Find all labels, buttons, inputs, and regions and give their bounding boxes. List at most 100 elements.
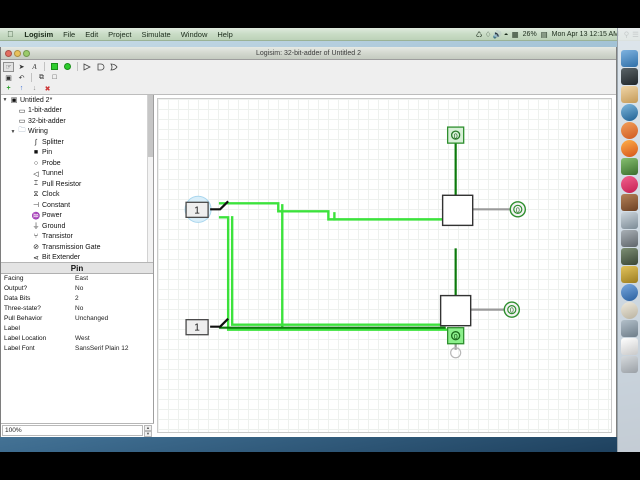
dock-calculator[interactable] — [620, 248, 638, 265]
output-pin-sum-low[interactable]: 0 — [503, 301, 520, 318]
attribute-row[interactable]: Label — [1, 324, 153, 334]
tree-item-bit-extender[interactable]: ⋖Bit Extender — [1, 253, 153, 263]
menu-item-help[interactable]: Help — [211, 29, 232, 39]
bluetooth-icon[interactable]: ♢ — [484, 29, 492, 39]
explorer-scrollbar-thumb[interactable] — [148, 95, 153, 157]
tree-item-clock[interactable]: ⧖Clock — [1, 190, 153, 201]
or-gate-tool[interactable] — [108, 62, 119, 72]
explorer-tree[interactable]: ▼▣Untitled 2*▭1-bit-adder▭32-bit-adder▼🗀… — [1, 95, 153, 263]
dock-moon[interactable] — [620, 302, 638, 319]
dock-mail[interactable] — [620, 86, 638, 103]
disclosure-triangle-icon[interactable]: ▼ — [2, 97, 8, 104]
tree-item-tunnel[interactable]: ◁Tunnel — [1, 169, 153, 180]
output-pin-tool[interactable] — [62, 62, 73, 72]
circuit-canvas[interactable]: 1 1 0 — [157, 98, 612, 433]
disclosure-triangle-icon[interactable]: ▼ — [10, 128, 16, 135]
zoom-stepper-up[interactable]: ▲ — [144, 425, 152, 431]
tree-item-pull-resistor[interactable]: ⌶Pull Resistor — [1, 179, 153, 190]
dock-iphoto[interactable] — [620, 194, 638, 211]
input-pin-tool[interactable] — [49, 62, 60, 72]
circuit-schematic[interactable]: 1 1 0 — [158, 99, 611, 432]
window-title-bar[interactable]: Logisim: 32-bit-adder of Untitled 2 — [1, 47, 616, 60]
attribute-row[interactable]: Output?No — [1, 284, 153, 294]
add-button[interactable]: + — [6, 85, 11, 92]
copy-tool[interactable]: ⧉ — [39, 73, 44, 81]
move-up-button[interactable]: ↑ — [19, 85, 24, 92]
dock-firefox[interactable] — [620, 140, 638, 157]
move-down-button[interactable]: ↓ — [32, 85, 37, 92]
tree-item-32-bit-adder[interactable]: ▭32-bit-adder — [1, 116, 153, 127]
output-pin-sum-high[interactable]: 0 — [509, 201, 527, 218]
attribute-value[interactable]: Unchanged — [75, 315, 109, 322]
not-gate-tool[interactable] — [82, 62, 93, 72]
zoom-stepper-down[interactable]: ▼ — [144, 431, 152, 437]
delete-button[interactable]: ✖ — [44, 85, 51, 93]
menu-item-simulate[interactable]: Simulate — [135, 29, 171, 39]
paste-tool[interactable]: □ — [52, 74, 57, 81]
timemachine-icon[interactable]: ♺ — [475, 29, 483, 39]
dock-appstore[interactable] — [620, 158, 638, 175]
carry-out-pin[interactable]: 0 — [446, 327, 465, 345]
adder-block-low[interactable] — [439, 294, 472, 327]
input-source-icon[interactable]: ▦ — [511, 29, 519, 39]
attribute-row[interactable]: Three-state?No — [1, 304, 153, 314]
wifi-icon[interactable]: ◓ — [503, 29, 509, 39]
input-pin-a[interactable]: 1 — [185, 201, 209, 219]
tree-item-transistor[interactable]: ⑂Transistor — [1, 232, 153, 243]
tree-item-splitter[interactable]: ∫Splitter — [1, 137, 153, 148]
attribute-value[interactable]: SansSerif Plain 12 — [75, 345, 129, 352]
text-tool[interactable]: A — [32, 62, 37, 71]
attribute-value[interactable]: West — [75, 335, 90, 342]
tree-item-power[interactable]: ♒Power — [1, 211, 153, 222]
attribute-value[interactable] — [73, 324, 153, 334]
and-gate-tool[interactable] — [95, 62, 106, 72]
volume-icon[interactable]: 🔊 — [492, 29, 502, 39]
clock-datetime[interactable]: Mon Apr 13 12:15 AM — [551, 30, 619, 38]
battery-icon[interactable]: ▤ — [540, 29, 548, 39]
select-tool[interactable]: ➤ — [18, 63, 25, 71]
menu-item-logisim[interactable]: Logisim — [18, 29, 53, 39]
dock-folder[interactable] — [620, 320, 638, 337]
zoom-button[interactable] — [23, 49, 30, 57]
menu-item-window[interactable]: Window — [174, 29, 208, 39]
undo-tool[interactable]: ↶ — [18, 74, 25, 82]
minimize-button[interactable] — [14, 49, 21, 57]
dock-finder[interactable] — [620, 50, 638, 67]
tree-item-1-bit-adder[interactable]: ▭1-bit-adder — [1, 106, 153, 117]
attribute-value[interactable]: East — [75, 275, 89, 282]
splitter-group[interactable] — [210, 200, 229, 328]
dock-dashboard[interactable] — [620, 68, 638, 85]
dock-settings[interactable] — [620, 230, 638, 247]
attribute-value[interactable]: 2 — [75, 295, 79, 302]
attribute-value[interactable]: No — [75, 305, 84, 312]
dock-itunes[interactable] — [620, 176, 638, 193]
menu-item-file[interactable]: File — [56, 29, 75, 39]
tree-item-pin[interactable]: ■Pin — [1, 148, 153, 159]
dock-safari[interactable] — [620, 104, 638, 121]
tree-item-wiring[interactable]: ▼🗀Wiring — [1, 127, 153, 138]
explorer-scrollbar[interactable] — [147, 95, 153, 262]
menu-item-edit[interactable]: Edit — [78, 29, 98, 39]
wire-group-low[interactable] — [219, 140, 457, 329]
input-pin-b[interactable]: 1 — [185, 319, 209, 336]
tree-item-untitled-2[interactable]: ▼▣Untitled 2* — [1, 95, 153, 106]
dock-preview[interactable] — [620, 212, 638, 229]
attribute-value[interactable]: No — [75, 285, 84, 292]
close-button[interactable] — [5, 49, 12, 57]
dock-trash[interactable] — [620, 356, 638, 373]
adder-block-high[interactable] — [441, 194, 474, 227]
wire-group-active[interactable] — [218, 202, 450, 331]
tree-item-ground[interactable]: ⏚Ground — [1, 221, 153, 232]
zoom-level-field[interactable]: 100% — [2, 425, 143, 436]
poke-tool[interactable]: ☞ — [3, 61, 14, 72]
battery-status[interactable]: 26% — [522, 30, 537, 38]
apple-logo-icon[interactable]:  — [0, 29, 19, 39]
add-circuit-tool[interactable]: ▣ — [5, 74, 12, 82]
carry-in-pin[interactable]: 0 — [446, 126, 465, 144]
dock-terminal[interactable] — [620, 266, 638, 283]
dock-display[interactable] — [620, 338, 638, 355]
